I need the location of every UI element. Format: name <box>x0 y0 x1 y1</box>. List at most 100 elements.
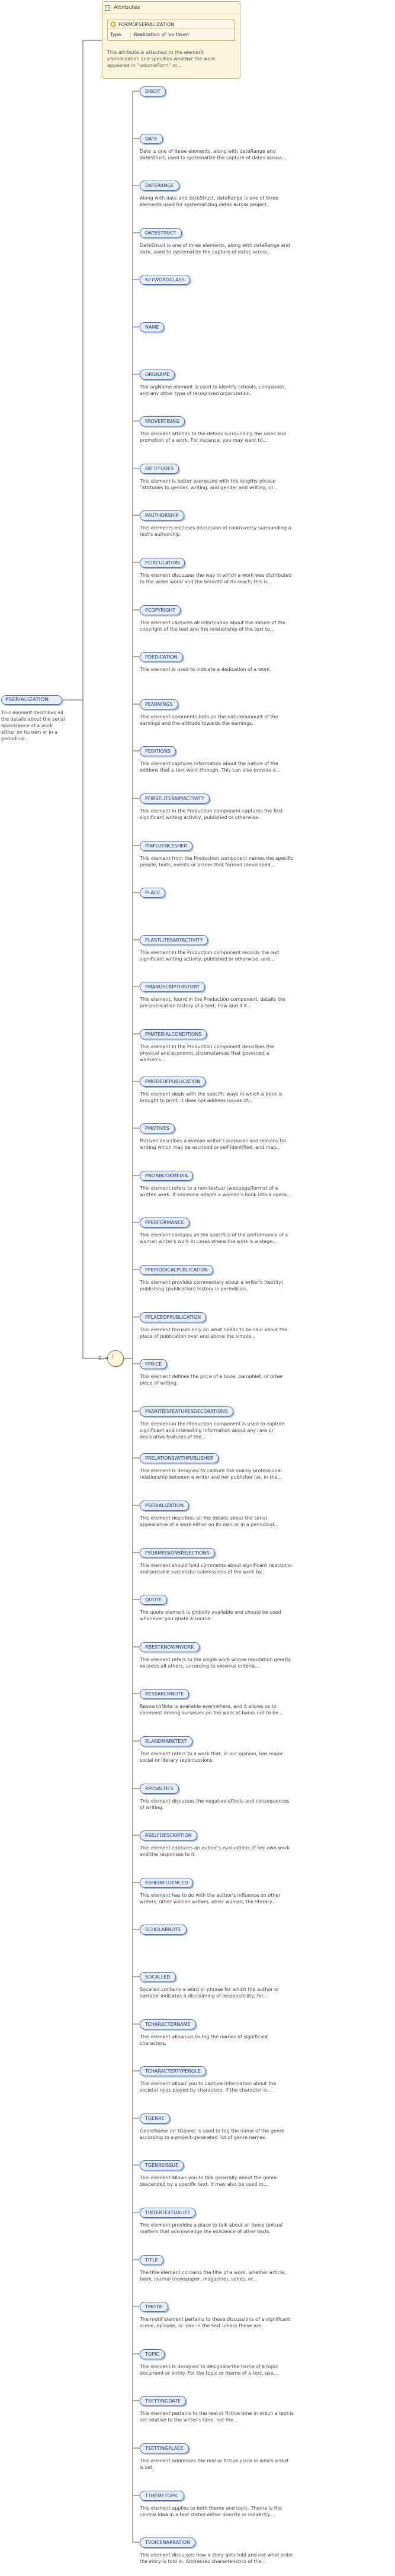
attributes-header[interactable]: − Attributes <box>102 2 240 14</box>
child-element-node[interactable]: ORGNAME <box>140 370 175 380</box>
child-element-node[interactable]: TGENREISSUE <box>140 2160 184 2170</box>
child-element-node[interactable]: SOCALLED <box>140 1972 176 1982</box>
child-element-documentation: This element captures an author's evalua… <box>140 1845 290 1857</box>
attribute-entry: a FORMOFSERIALIZATION Type Realization o… <box>107 20 235 41</box>
child-element-documentation: This element allows you to talk generall… <box>140 2175 277 2187</box>
child-element-documentation: This element allows us to tag the names … <box>140 2034 268 2046</box>
child-element-documentation: This element addresses the real or ficti… <box>140 2458 289 2470</box>
child-element-node[interactable]: DATESTRUCT <box>140 228 182 238</box>
child-element-documentation: The quote element is globally available … <box>140 1610 281 1621</box>
child-element-node[interactable]: SCHOLARNOTE <box>140 1925 187 1935</box>
child-element-node[interactable]: NAME <box>140 322 165 332</box>
child-element-documentation: This element in the Production component… <box>140 950 280 962</box>
child-element-node[interactable]: TCHARACTERTYPEROLE <box>140 2066 206 2076</box>
child-element-documentation: This element comments both on the nature… <box>140 714 278 726</box>
child-element-node[interactable]: PCIRCULATION <box>140 558 185 568</box>
child-element-documentation: This element attends to the details surr… <box>140 431 286 443</box>
child-element-node[interactable]: PSUBMISSIONSREJECTIONS <box>140 1548 215 1558</box>
child-element-node[interactable]: PPLACEOFPUBLICATION <box>140 1312 207 1322</box>
child-element-node[interactable]: TSETTINGPLACE <box>140 2443 189 2453</box>
child-element-documentation: This element has to do with the author's… <box>140 1893 281 1904</box>
attribute-type-row: Type Realization of 'xs:token' <box>108 28 235 40</box>
child-element-documentation: This element in the Production component… <box>140 808 283 820</box>
child-element-documentation: This element deals with the specific way… <box>140 1091 282 1103</box>
child-element-documentation: DateStruct is one of three elements, alo… <box>140 243 290 255</box>
child-element-node[interactable]: PAUTHORSHIP <box>140 510 184 521</box>
root-element-node[interactable]: PSERIALIZATION <box>1 695 62 705</box>
child-element-node[interactable]: BIBCIT <box>140 86 166 97</box>
child-element-documentation: This element captures all information ab… <box>140 620 285 632</box>
attributes-header-label: Attributes <box>114 5 140 11</box>
child-element-node[interactable]: PPERIODICALPUBLICATION <box>140 1265 213 1275</box>
child-element-node[interactable]: RBESTKNOWNWORK <box>140 1642 200 1652</box>
child-element-node[interactable]: RSHEINFLUENCED <box>140 1878 194 1888</box>
child-element-node[interactable]: RESEARCHNOTE <box>140 1689 190 1699</box>
child-element-documentation: This element from the Production compone… <box>140 856 294 868</box>
attribute-documentation: This attribute is attached to the elemen… <box>107 50 216 68</box>
child-element-documentation: Date is one of three elements, along wit… <box>140 149 287 160</box>
child-element-documentation: This element is designed to capture the … <box>140 1468 282 1480</box>
child-element-node[interactable]: PSERIALIZATION <box>140 1501 190 1511</box>
collapse-icon[interactable]: − <box>105 5 110 11</box>
child-element-node[interactable]: TTHEMETOPIC <box>140 2491 184 2501</box>
child-element-node[interactable]: PLACE <box>140 888 166 898</box>
child-element-node[interactable]: TGENRE <box>140 2114 170 2124</box>
child-element-node[interactable]: PNONBOOKMEDIA <box>140 1171 194 1181</box>
child-element-node[interactable]: RPENALTIES <box>140 1784 179 1794</box>
child-element-documentation: This element defines the price of a book… <box>140 1374 283 1386</box>
child-element-documentation: This element captures information about … <box>140 761 281 773</box>
attribute-type-label: Type <box>110 31 131 37</box>
child-element-documentation: This element applies to both theme and t… <box>140 2506 282 2517</box>
child-element-node[interactable]: PPRICE <box>140 1359 168 1369</box>
child-element-node[interactable]: PPERFORMANCE <box>140 1218 190 1228</box>
attribute-name[interactable]: FORMOFSERIALIZATION <box>118 21 175 27</box>
child-element-documentation: GenreName (or tGenre) is used to tag the… <box>140 2128 285 2140</box>
child-element-documentation: This element pertains to the real or fic… <box>140 2411 294 2423</box>
child-element-node[interactable]: PMODEOFPUBLICATION <box>140 1077 206 1087</box>
child-element-node[interactable]: TINTERTEXTUALITY <box>140 2208 196 2218</box>
child-element-node[interactable]: DATE <box>140 134 163 144</box>
child-element-documentation: This element should hold comments about … <box>140 1563 292 1575</box>
child-element-node[interactable]: PDEDICATION <box>140 652 183 662</box>
child-element-node[interactable]: PFIRSTLITERARYACTIVITY <box>140 794 210 804</box>
child-element-node[interactable]: PLASTLITERARYACTIVITY <box>140 935 208 945</box>
child-element-node[interactable]: TVOICENARRATION <box>140 2538 196 2548</box>
child-element-documentation: This element allows you to capture infor… <box>140 2081 277 2093</box>
child-element-documentation: This element refers to a work that, in o… <box>140 1751 283 1763</box>
child-element-documentation: This element in the Production component… <box>140 1044 274 1062</box>
child-element-documentation: Along with date and dateStruct, dateRang… <box>140 195 278 207</box>
child-element-node[interactable]: TCHARACTERNAME <box>140 2019 196 2029</box>
child-element-documentation: This element contains all the specifics … <box>140 1232 288 1244</box>
child-element-node[interactable]: PINFLUENCESHER <box>140 841 193 851</box>
child-element-documentation: This element in the Production component… <box>140 1421 285 1440</box>
child-element-node[interactable]: PMANUSCRIPTHISTORY <box>140 982 205 992</box>
child-element-node[interactable]: PRELATIONSWITHPUBLISHER <box>140 1453 219 1463</box>
sequence-compositor[interactable]: ⁝ <box>107 1350 124 1367</box>
sequence-icon: ⁝ <box>112 1354 114 1360</box>
child-element-node[interactable]: PADVERTISING <box>140 416 185 426</box>
child-element-node[interactable]: PMATERIALCONDITIONS <box>140 1029 207 1039</box>
child-element-node[interactable]: PEDITIONS <box>140 746 176 756</box>
child-element-node[interactable]: PCOPYRIGHT <box>140 605 181 615</box>
child-element-documentation: The title element contains the title of … <box>140 2270 286 2282</box>
child-element-documentation: This element provides commentary about a… <box>140 1280 284 1292</box>
child-element-node[interactable]: QUOTE <box>140 1595 168 1605</box>
child-element-node[interactable]: TITLE <box>140 2255 163 2265</box>
child-element-node[interactable]: PEARNINGS <box>140 699 178 709</box>
child-element-node[interactable]: RLANDMARKTEXT <box>140 1736 192 1746</box>
child-element-documentation: This element discusses the way in which … <box>140 573 292 584</box>
child-element-node[interactable]: TMOTIF <box>140 2302 168 2312</box>
child-element-node[interactable]: PRARITIESFEATURESDECORATIONS <box>140 1406 233 1417</box>
child-element-documentation: Socalled contains a word or phrase for w… <box>140 1987 280 1999</box>
child-element-node[interactable]: PATTITUDES <box>140 464 179 474</box>
child-element-node[interactable]: DATERANGE <box>140 181 179 191</box>
child-element-node[interactable]: RSELFDESCRIPTION <box>140 1830 197 1841</box>
child-element-documentation: This element, found in the Production co… <box>140 997 285 1008</box>
child-element-node[interactable]: PMOTIVES <box>140 1123 175 1133</box>
attribute-icon: a <box>110 21 116 27</box>
child-element-node[interactable]: KEYWORDCLASS <box>140 275 190 285</box>
child-element-documentation: The orgName element is used to identify … <box>140 384 287 396</box>
child-element-node[interactable]: TSETTINGDATE <box>140 2396 187 2406</box>
child-element-documentation: This elements encloses discussion of con… <box>140 525 291 537</box>
child-element-node[interactable]: TOPIC <box>140 2349 165 2359</box>
